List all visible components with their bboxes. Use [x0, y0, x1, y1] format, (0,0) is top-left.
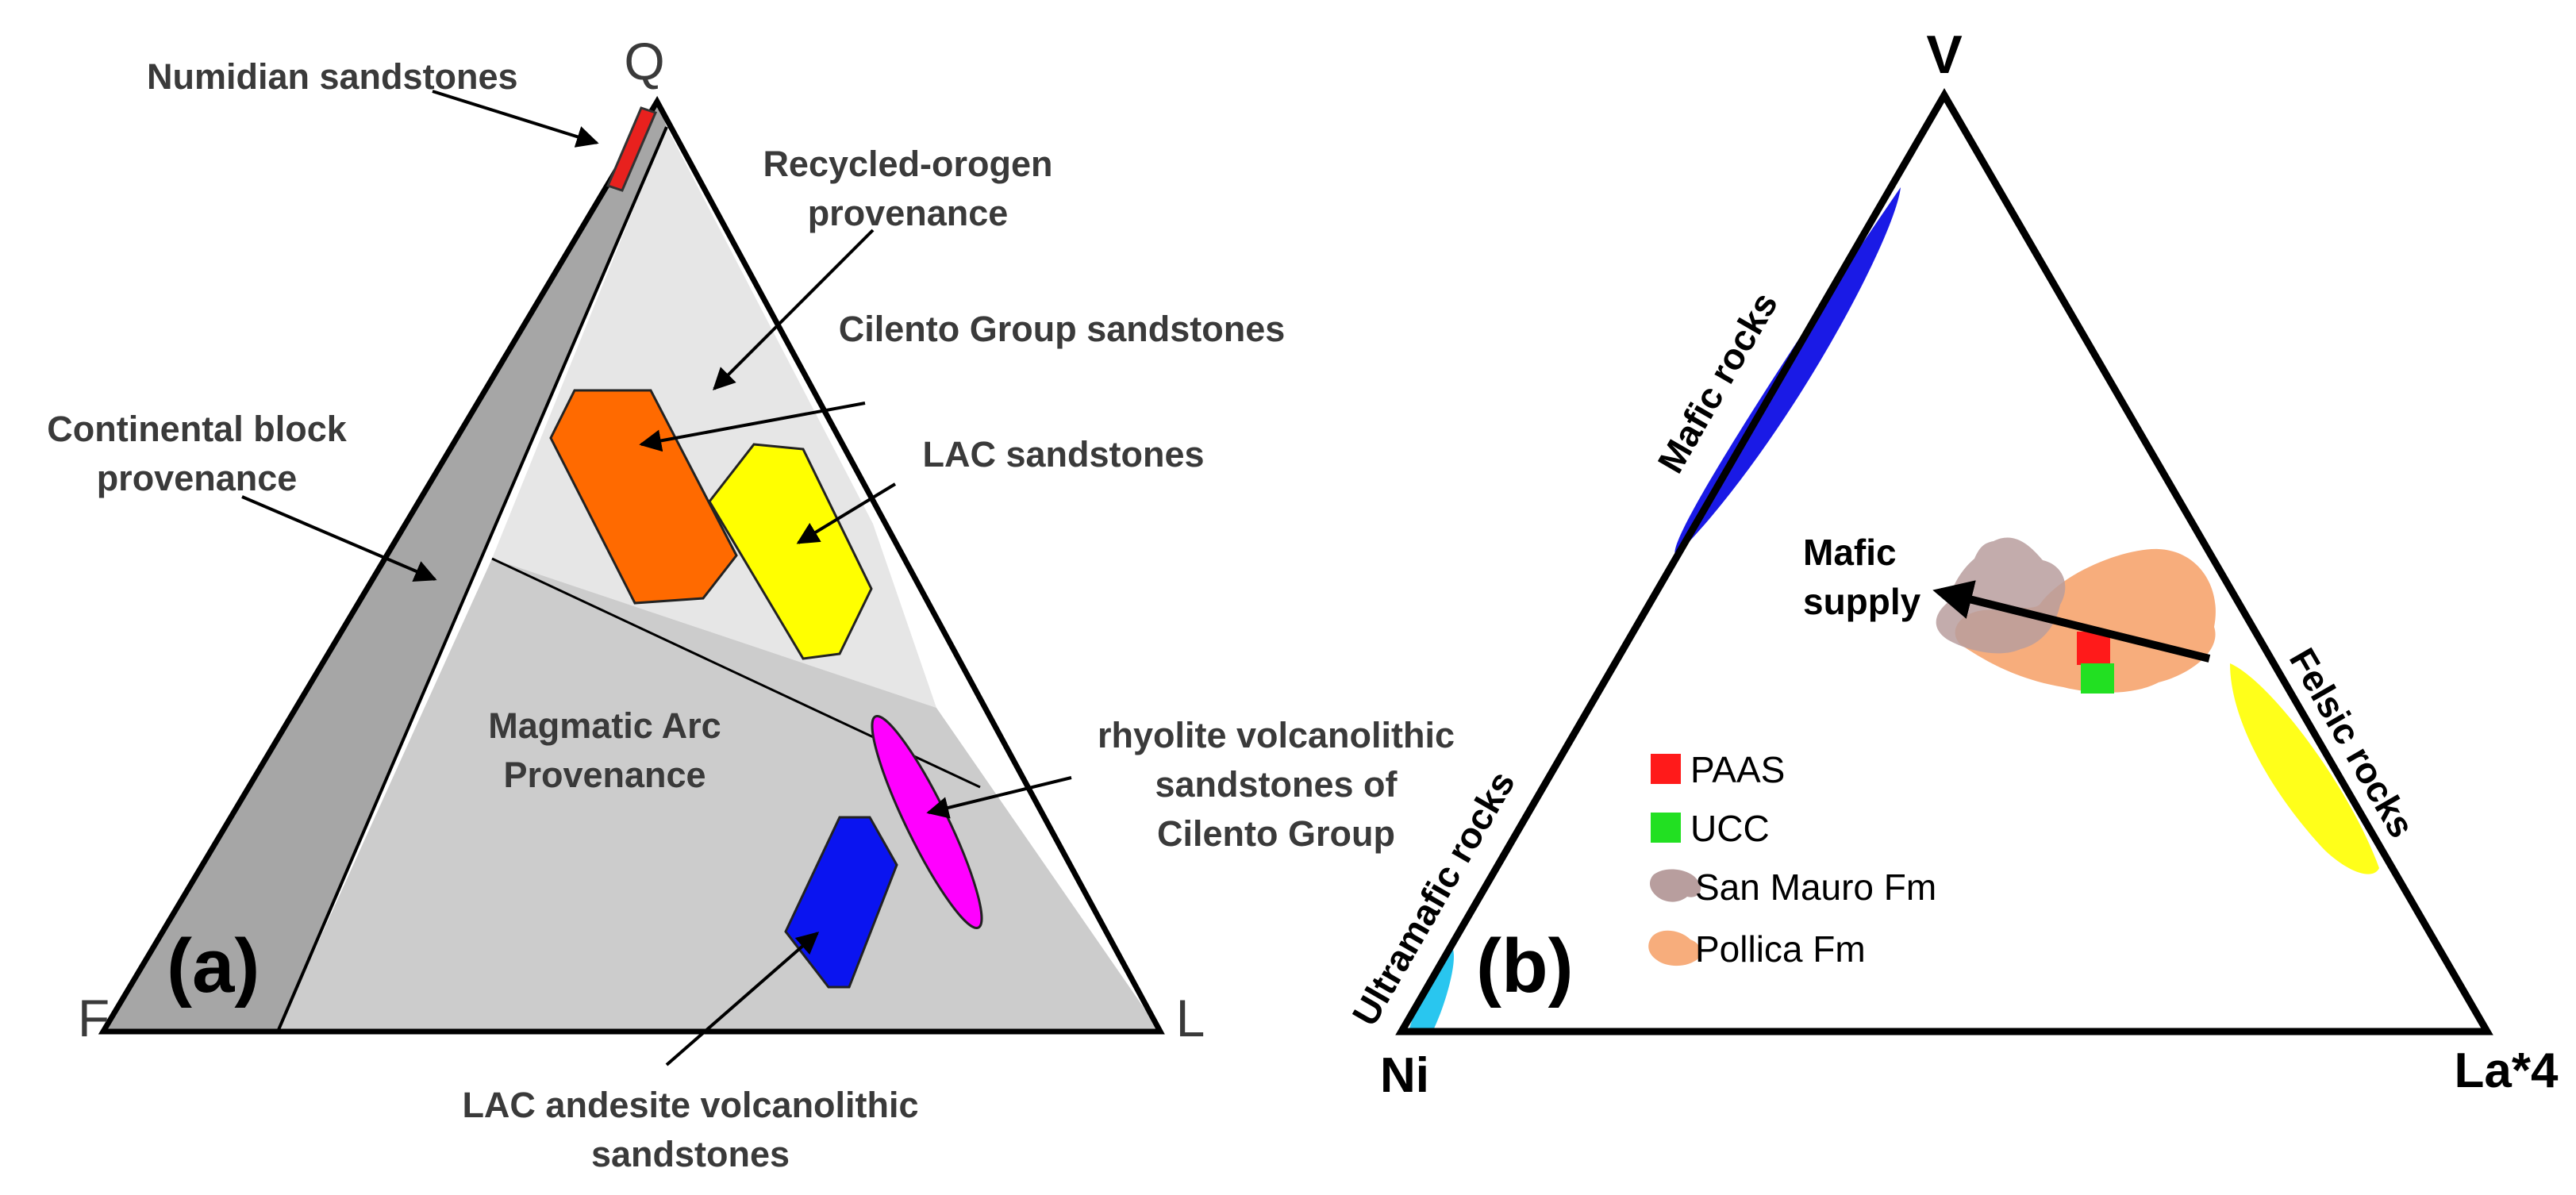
arrow-cilento — [639, 402, 866, 452]
label-rhyolite-2: sandstones of — [1155, 764, 1398, 805]
felsic-rocks-field — [2230, 663, 2379, 874]
legend-swatch-pollica — [1648, 930, 1701, 966]
arrow-lac — [796, 482, 897, 544]
label-lac: LAC sandstones — [922, 434, 1204, 475]
label-rhyolite-3: Cilento Group — [1157, 813, 1395, 854]
panel-a-label: (a) — [167, 924, 260, 1009]
panel-b-label: (b) — [1476, 924, 1574, 1009]
magmatic-arc-field — [278, 559, 1160, 1032]
legend-swatch-san-mauro — [1650, 869, 1701, 902]
legend-swatch-paas — [1651, 754, 1681, 784]
label-andesite-2: sandstones — [591, 1134, 790, 1174]
arrow-continental — [241, 495, 437, 582]
label-continental-1: Continental block — [47, 409, 347, 449]
arrow-andesite — [665, 932, 820, 1066]
label-andesite-1: LAC andesite volcanolithic — [462, 1085, 918, 1125]
label-mafic-supply-2: supply — [1803, 581, 1921, 622]
label-magmatic-2: Provenance — [503, 755, 706, 795]
cilento-group-field — [549, 389, 738, 605]
apex-ni: Ni — [1380, 1048, 1429, 1103]
ultramafic-rocks-field — [1409, 947, 1454, 1030]
label-cilento: Cilento Group sandstones — [839, 309, 1286, 349]
panel-b-ternary: V Ni La*4 (b) Mafic rocks Felsic rocks U… — [1344, 25, 2559, 1103]
mafic-supply-arrow — [1932, 580, 2211, 663]
apex-q: Q — [624, 32, 664, 90]
label-recycled-2: provenance — [808, 193, 1009, 233]
paas-point — [2077, 632, 2110, 665]
label-rhyolite-1: rhyolite volcanolithic — [1098, 715, 1455, 755]
numidian-field — [606, 106, 658, 192]
arrow-rhyolite — [926, 776, 1072, 819]
vnila-triangle-outline — [1395, 88, 2493, 1036]
san-mauro-fm-field — [1936, 537, 2066, 654]
label-mafic-rocks: Mafic rocks — [1649, 285, 1786, 479]
label-recycled-1: Recycled-orogen — [763, 144, 1052, 184]
legend-label-paas: PAAS — [1690, 749, 1785, 790]
apex-l: L — [1176, 989, 1205, 1047]
lac-sandstones-field — [708, 443, 873, 660]
label-mafic-supply-1: Mafic — [1803, 532, 1897, 573]
label-continental-2: provenance — [97, 458, 298, 498]
arrow-numidian — [432, 90, 599, 148]
legend-label-ucc: UCC — [1690, 808, 1770, 849]
qfl-triangle-outline — [98, 95, 1165, 1035]
label-magmatic-1: Magmatic Arc — [488, 705, 721, 746]
ucc-point — [2081, 663, 2114, 694]
apex-v: V — [1926, 25, 1962, 85]
field-boundary-continental — [276, 126, 668, 1032]
legend-swatch-ucc — [1651, 813, 1681, 843]
panel-a-ternary: Q F L (a) Numidian sandstones Recycled-o… — [47, 32, 1455, 1174]
apex-la4: La*4 — [2455, 1043, 2559, 1098]
legend: PAAS UCC San Mauro Fm Pollica Fm — [1648, 749, 1936, 970]
legend-label-san-mauro: San Mauro Fm — [1695, 866, 1936, 908]
pollica-fm-field — [1955, 548, 2216, 693]
label-numidian: Numidian sandstones — [147, 56, 518, 97]
legend-label-pollica: Pollica Fm — [1695, 928, 1866, 970]
arrow-recycled — [713, 229, 875, 390]
apex-f: F — [78, 989, 110, 1047]
